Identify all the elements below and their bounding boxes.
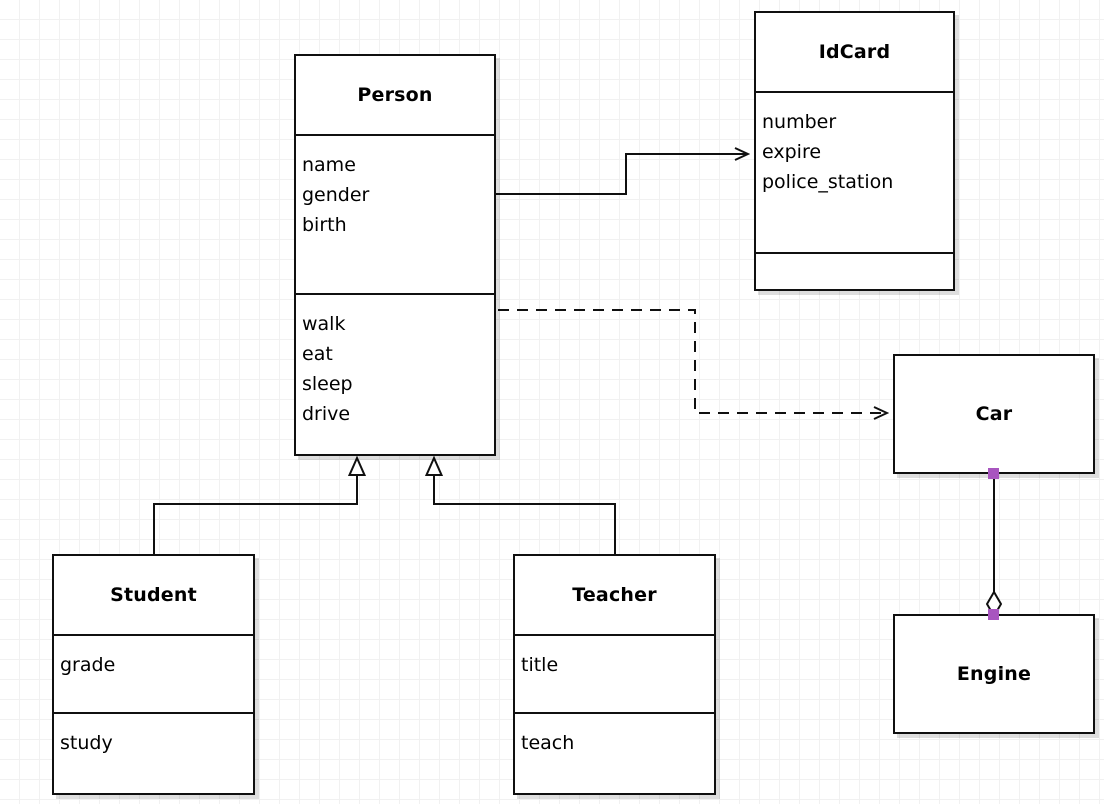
class-idcard-operations bbox=[756, 252, 953, 287]
class-idcard-attributes: number expire police_station bbox=[756, 91, 953, 252]
relation-student-person[interactable] bbox=[153, 458, 357, 554]
attribute-item: number bbox=[762, 111, 837, 133]
class-person-attributes: name gender birth bbox=[296, 134, 494, 293]
class-person-title: Person bbox=[296, 56, 494, 134]
class-teacher-attributes: title bbox=[515, 634, 714, 712]
relation-person-car[interactable] bbox=[498, 309, 887, 413]
attribute-item: police_station bbox=[762, 171, 894, 193]
selection-handle-engine-end[interactable] bbox=[988, 609, 999, 620]
class-name: Car bbox=[975, 403, 1013, 425]
class-student[interactable]: Student grade study bbox=[52, 554, 255, 795]
class-idcard[interactable]: IdCard number expire police_station bbox=[754, 11, 955, 291]
class-name: IdCard bbox=[818, 41, 891, 63]
class-teacher-title: Teacher bbox=[515, 556, 714, 634]
class-name: Student bbox=[110, 584, 197, 606]
attribute-item: grade bbox=[60, 654, 116, 676]
operation-item: teach bbox=[521, 732, 575, 754]
operation-item: walk bbox=[302, 313, 346, 335]
class-teacher-operations: teach bbox=[515, 712, 714, 791]
attribute-item: birth bbox=[302, 214, 347, 236]
class-person-operations: walk eat sleep drive bbox=[296, 293, 494, 454]
attribute-item: gender bbox=[302, 184, 370, 206]
attribute-item: expire bbox=[762, 141, 822, 163]
operation-item: study bbox=[60, 732, 113, 754]
relation-teacher-person[interactable] bbox=[434, 458, 616, 554]
attribute-item: title bbox=[521, 654, 559, 676]
class-student-operations: study bbox=[54, 712, 253, 791]
class-car-title: Car bbox=[895, 356, 1093, 472]
class-engine[interactable]: Engine bbox=[893, 614, 1095, 734]
class-car[interactable]: Car bbox=[893, 354, 1095, 474]
selection-handle-car-end[interactable] bbox=[988, 468, 999, 479]
operation-item: sleep bbox=[302, 373, 353, 395]
class-person[interactable]: Person name gender birth walk eat sleep … bbox=[294, 54, 496, 456]
class-teacher[interactable]: Teacher title teach bbox=[513, 554, 716, 795]
class-student-title: Student bbox=[54, 556, 253, 634]
class-idcard-title: IdCard bbox=[756, 13, 953, 91]
attribute-item: name bbox=[302, 154, 356, 176]
class-student-attributes: grade bbox=[54, 634, 253, 712]
class-name: Teacher bbox=[572, 584, 657, 606]
operation-item: eat bbox=[302, 343, 333, 365]
class-name: Engine bbox=[956, 663, 1032, 685]
relation-person-idcard[interactable] bbox=[496, 154, 748, 195]
operation-item: drive bbox=[302, 403, 351, 425]
class-engine-title: Engine bbox=[895, 616, 1093, 732]
class-name: Person bbox=[357, 84, 433, 106]
